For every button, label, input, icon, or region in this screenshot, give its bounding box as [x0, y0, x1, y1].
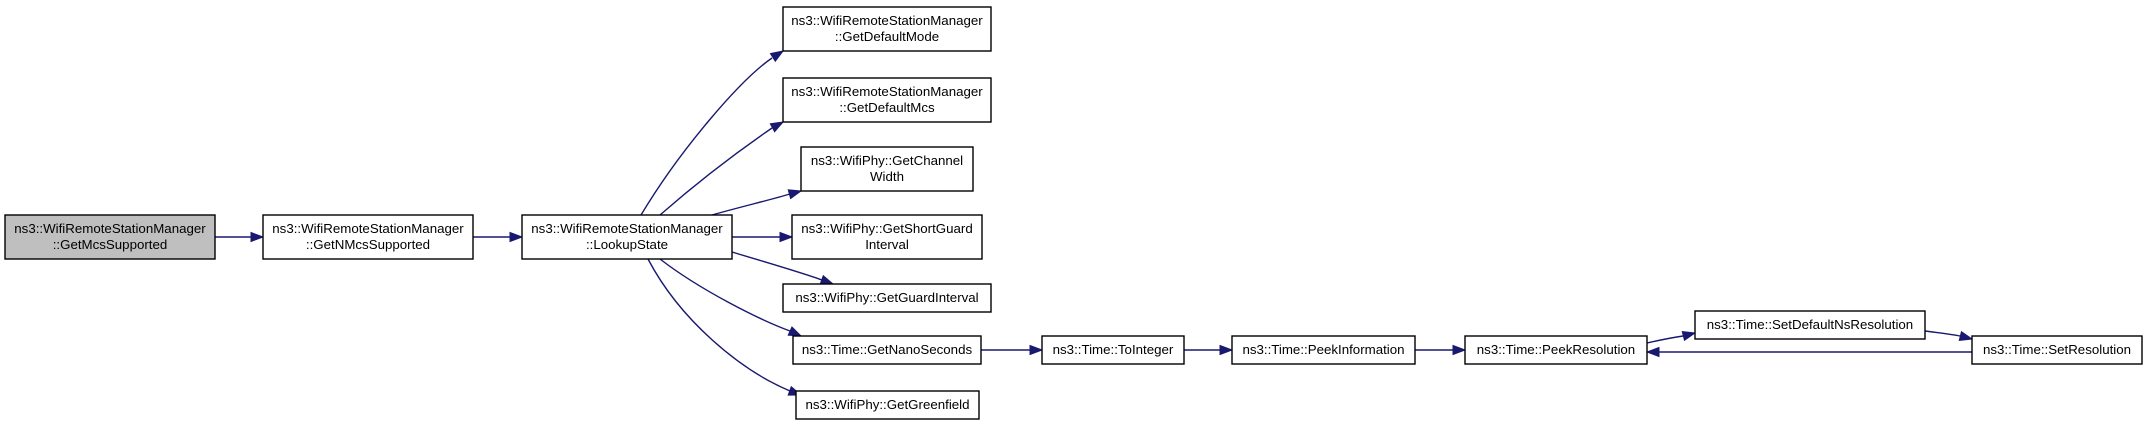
arrowhead: [1645, 346, 1660, 358]
edge-lookup_state-to-get_default_mode: [640, 50, 785, 216]
node-peek-resolution[interactable]: ns3::Time::PeekResolution: [1464, 335, 1648, 365]
node-get-default-mcs[interactable]: ns3::WifiRemoteStationManager::GetDefaul…: [782, 77, 992, 123]
arrowhead: [779, 231, 794, 243]
node-box: [521, 214, 733, 260]
node-get-nano-seconds[interactable]: ns3::Time::GetNanoSeconds: [792, 335, 982, 365]
node-label-line: ns3::Time::ToInteger: [1053, 342, 1174, 357]
node-box: [791, 214, 983, 260]
node-label-line: ns3::WifiPhy::GetShortGuard: [801, 221, 972, 236]
node-box: [782, 283, 992, 313]
node-box: [782, 77, 992, 123]
node-box: [262, 214, 474, 260]
node-label-line: Width: [870, 169, 904, 184]
arrowhead: [769, 50, 785, 63]
node-box: [782, 6, 992, 52]
edge-line: [659, 258, 791, 332]
node-box: [795, 390, 980, 420]
arrowhead: [769, 121, 785, 133]
node-get-guard-interval[interactable]: ns3::WifiPhy::GetGuardInterval: [782, 283, 992, 313]
edge-set_resolution-to-peek_resolution: [1645, 346, 1972, 358]
edge-line: [711, 193, 791, 216]
edge-get_n_mcs_supported-to-lookup_state: [473, 231, 524, 243]
arrowhead: [1219, 344, 1234, 356]
node-label-line: ns3::WifiPhy::GetChannel: [811, 153, 963, 168]
node-label-line: ns3::Time::PeekInformation: [1242, 342, 1404, 357]
arrowhead: [250, 231, 265, 243]
edge-line: [731, 251, 823, 281]
arrowhead: [819, 274, 835, 285]
node-to-integer[interactable]: ns3::Time::ToInteger: [1041, 335, 1185, 365]
node-label-line: ::GetDefaultMode: [835, 29, 939, 44]
node-label-line: ns3::Time::PeekResolution: [1477, 342, 1635, 357]
node-box: [4, 214, 216, 260]
node-label-line: ::GetDefaultMcs: [839, 100, 935, 115]
edge-line: [647, 258, 791, 392]
arrowhead: [1029, 344, 1044, 356]
node-get-n-mcs-supported[interactable]: ns3::WifiRemoteStationManager::GetNMcsSu…: [262, 214, 474, 260]
node-box: [1041, 335, 1185, 365]
node-peek-information[interactable]: ns3::Time::PeekInformation: [1231, 335, 1416, 365]
edge-lookup_state-to-get_default_mcs: [659, 121, 785, 216]
node-get-mcs-supported[interactable]: ns3::WifiRemoteStationManager::GetMcsSup…: [4, 214, 216, 260]
node-label-line: ns3::WifiRemoteStationManager: [14, 221, 206, 236]
arrowhead: [1452, 344, 1467, 356]
nodes-layer: ns3::WifiRemoteStationManager::GetMcsSup…: [4, 6, 2143, 420]
node-box: [1971, 335, 2143, 365]
node-label-line: ns3::WifiRemoteStationManager: [791, 13, 983, 28]
edge-line: [659, 127, 773, 216]
arrowhead: [1681, 330, 1697, 342]
edge-lookup_state-to-get_channel_width: [711, 189, 803, 216]
arrowhead: [787, 189, 803, 200]
node-label-line: ns3::WifiRemoteStationManager: [791, 84, 983, 99]
node-label-line: ::GetMcsSupported: [53, 237, 168, 252]
edge-line: [640, 57, 773, 216]
edge-get_nano_seconds-to-to_integer: [981, 344, 1044, 356]
node-label-line: ns3::Time::SetResolution: [1983, 342, 2131, 357]
edge-lookup_state-to-get_nano_seconds: [659, 258, 803, 337]
node-box: [800, 146, 974, 192]
node-get-greenfield[interactable]: ns3::WifiPhy::GetGreenfield: [795, 390, 980, 420]
node-set-default-ns-resolution[interactable]: ns3::Time::SetDefaultNsResolution: [1694, 310, 1926, 340]
node-label-line: ns3::WifiPhy::GetGuardInterval: [795, 290, 978, 305]
arrowhead: [787, 326, 803, 337]
edge-set_default_ns_resolution-to-set_resolution: [1924, 330, 1974, 342]
node-label-line: Interval: [865, 237, 909, 252]
node-set-resolution[interactable]: ns3::Time::SetResolution: [1971, 335, 2143, 365]
arrowhead: [1958, 330, 1974, 342]
arrowhead: [509, 231, 524, 243]
edge-peek_resolution-to-set_default_ns_resolution: [1646, 330, 1697, 344]
node-label-line: ::LookupState: [586, 237, 668, 252]
node-label-line: ns3::WifiRemoteStationManager: [272, 221, 464, 236]
edge-to_integer-to-peek_information: [1184, 344, 1234, 356]
edge-line: [1646, 335, 1684, 344]
node-label-line: ns3::WifiPhy::GetGreenfield: [805, 397, 969, 412]
edge-line: [1924, 330, 1961, 337]
edges-layer: [215, 50, 1974, 396]
node-lookup-state[interactable]: ns3::WifiRemoteStationManager::LookupSta…: [521, 214, 733, 260]
edge-get_mcs_supported-to-get_n_mcs_supported: [215, 231, 265, 243]
node-label-line: ns3::Time::SetDefaultNsResolution: [1707, 317, 1913, 332]
node-box: [1231, 335, 1416, 365]
node-label-line: ::GetNMcsSupported: [306, 237, 430, 252]
node-box: [792, 335, 982, 365]
node-get-default-mode[interactable]: ns3::WifiRemoteStationManager::GetDefaul…: [782, 6, 992, 52]
edge-lookup_state-to-get_short_guard_interval: [732, 231, 794, 243]
edge-peek_information-to-peek_resolution: [1415, 344, 1467, 356]
node-box: [1694, 310, 1926, 340]
node-box: [1464, 335, 1648, 365]
node-label-line: ns3::Time::GetNanoSeconds: [802, 342, 973, 357]
node-label-line: ns3::WifiRemoteStationManager: [531, 221, 723, 236]
